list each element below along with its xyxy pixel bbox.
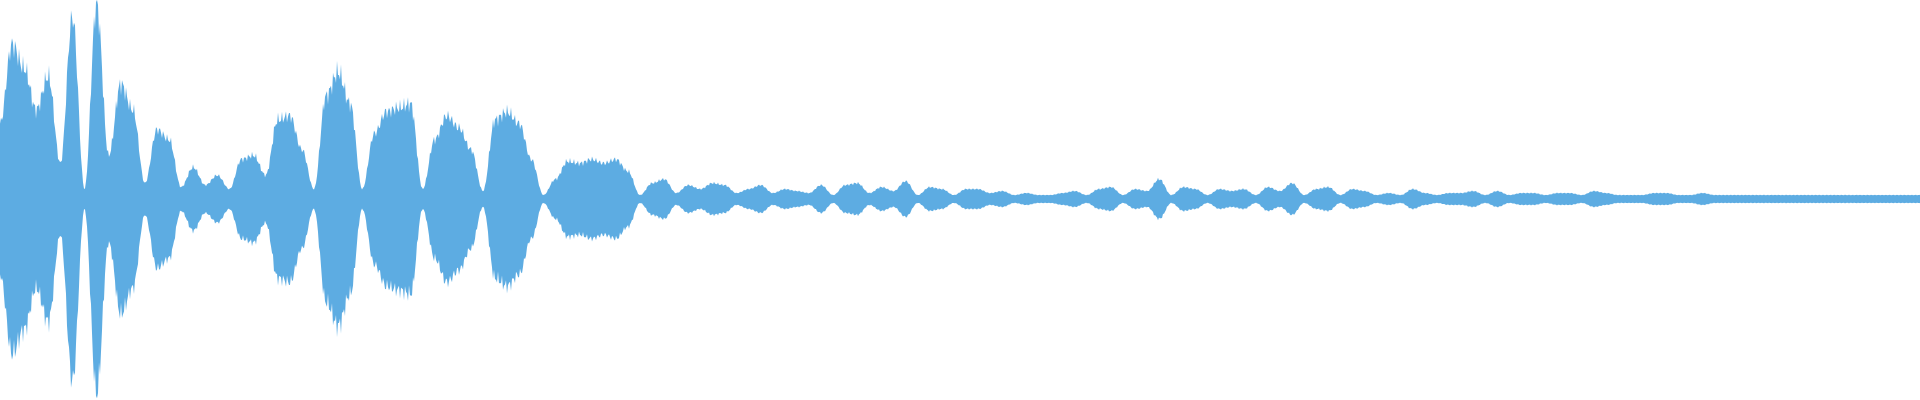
waveform-graphic	[0, 0, 1920, 399]
audio-waveform	[0, 0, 1920, 399]
waveform-envelope	[0, 0, 1920, 399]
